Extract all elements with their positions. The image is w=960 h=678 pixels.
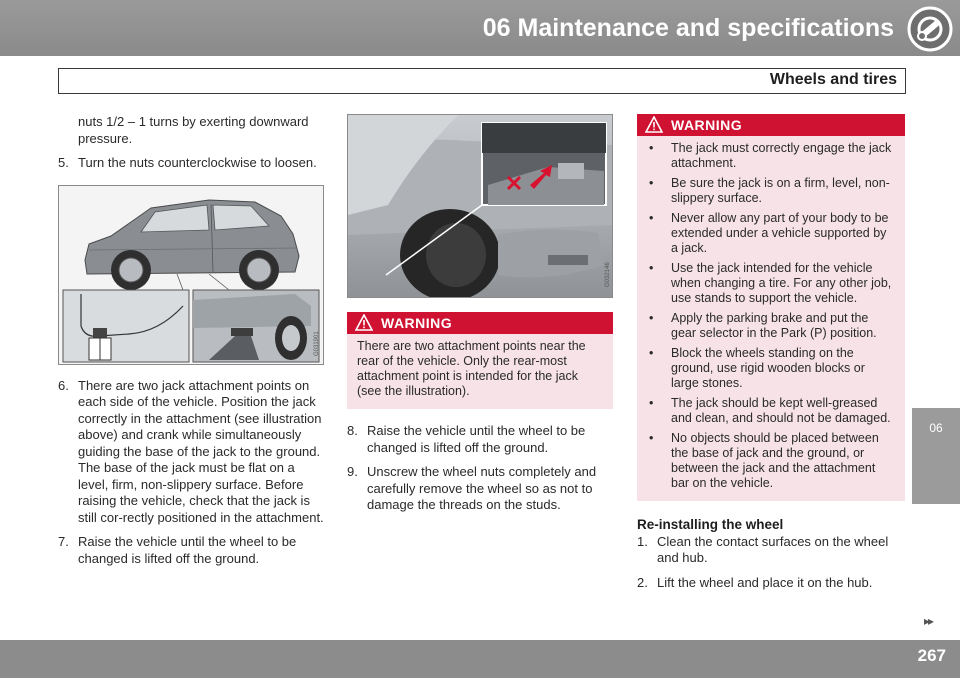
step-text: Turn the nuts counterclockwise to loosen…	[78, 155, 317, 170]
bullet-icon: •	[649, 396, 654, 410]
warning-title: WARNING	[671, 117, 743, 133]
bullet-icon: •	[649, 211, 654, 225]
bullet-icon: •	[649, 176, 654, 190]
warning-header: WARNING	[347, 312, 613, 334]
column-3: WARNING •The jack must correctly engage …	[637, 114, 905, 591]
section-bar: Wheels and tires	[58, 68, 906, 94]
step-number: 9.	[347, 464, 358, 479]
rear-wheel-jack-point-photo	[348, 115, 612, 297]
warning-box-attachment-points: WARNING There are two attachment points …	[347, 312, 613, 409]
warning-list-item: •Be sure the jack is on a firm, level, n…	[649, 176, 890, 205]
step-text: Raise the vehicle until the wheel to be …	[78, 534, 297, 566]
warning-triangle-icon	[355, 314, 373, 331]
step-number: 8.	[347, 423, 358, 438]
bullet-icon: •	[649, 346, 654, 360]
continued-text: nuts 1/2 – 1 turns by exerting downward …	[78, 114, 309, 146]
step-number: 6.	[58, 377, 69, 393]
step-8: 8. Raise the vehicle until the wheel to …	[347, 423, 613, 456]
warning-triangle-icon	[645, 116, 663, 133]
bullet-icon: •	[649, 311, 654, 325]
bullet-icon: •	[649, 261, 654, 275]
column-1: nuts 1/2 – 1 turns by exerting downward …	[58, 114, 324, 567]
warning-list-item: •The jack must correctly engage the jack…	[649, 141, 892, 170]
step-number: 7.	[58, 534, 69, 549]
page-header: 06 Maintenance and specifications	[0, 0, 960, 56]
section-title: Wheels and tires	[769, 71, 897, 88]
step-7: 7. Raise the vehicle until the wheel to …	[58, 534, 324, 567]
step-9: 9. Unscrew the wheel nuts completely and…	[347, 464, 613, 514]
warning-box-jack-safety: WARNING •The jack must correctly engage …	[637, 114, 905, 501]
step-2: 2. Lift the wheel and place it on the hu…	[637, 575, 905, 592]
figure-code: G031901	[314, 330, 320, 356]
warning-list-item: •Block the wheels standing on the ground…	[649, 346, 865, 390]
column-2: G032146 WARNING There are two attachment…	[347, 114, 613, 514]
suv-jack-illustration	[59, 185, 323, 364]
warning-list-item: •Apply the parking brake and put the gea…	[649, 311, 877, 340]
figure-jack-attachment-points: G031901	[58, 184, 324, 365]
wrench-gear-icon	[907, 6, 953, 52]
figure-rear-jack-point: G032146	[347, 114, 613, 298]
next-page-arrows-icon[interactable]: ▸▸	[924, 614, 934, 628]
step-5: 5. Turn the nuts counterclockwise to loo…	[58, 155, 324, 172]
page-footer: 267	[0, 640, 960, 678]
step-text: Unscrew the wheel nuts completely and ca…	[367, 464, 597, 512]
step-number: 1.	[637, 533, 648, 549]
step-number: 5.	[58, 155, 69, 170]
chapter-side-tab[interactable]: 06	[912, 408, 960, 504]
section-heading: Re-installing the wheel	[637, 517, 784, 532]
warning-list-item: •The jack should be kept well-greased an…	[649, 396, 891, 425]
step-number: 2.	[637, 574, 648, 590]
warning-list-item: •Use the jack intended for the vehicle w…	[649, 261, 892, 305]
step-1: 1. Clean the contact surfaces on the whe…	[637, 534, 905, 567]
warning-list-item: •No objects should be placed between the…	[649, 431, 879, 490]
page-number: 267	[917, 646, 946, 665]
bullet-icon: •	[649, 141, 654, 155]
warning-title: WARNING	[381, 315, 453, 331]
chapter-side-tab-label: 06	[929, 421, 943, 435]
chapter-title: 06 Maintenance and specifications	[482, 14, 894, 42]
bullet-icon: •	[649, 431, 654, 445]
warning-header: WARNING	[637, 114, 905, 136]
step-text: Clean the contact surfaces on the wheel …	[657, 533, 889, 566]
figure-code: G032146	[605, 262, 611, 287]
step-6: 6. There are two jack attachment points …	[58, 378, 324, 527]
warning-list: •The jack must correctly engage the jack…	[647, 141, 895, 491]
step-text: Lift the wheel and place it on the hub.	[657, 574, 873, 590]
step-text: Raise the vehicle until the wheel to be …	[367, 423, 586, 455]
step-text: There are two jack attachment points on …	[78, 377, 324, 525]
warning-text: There are two attachment points near the…	[357, 339, 586, 398]
warning-list-item: •Never allow any part of your body to be…	[649, 211, 889, 255]
